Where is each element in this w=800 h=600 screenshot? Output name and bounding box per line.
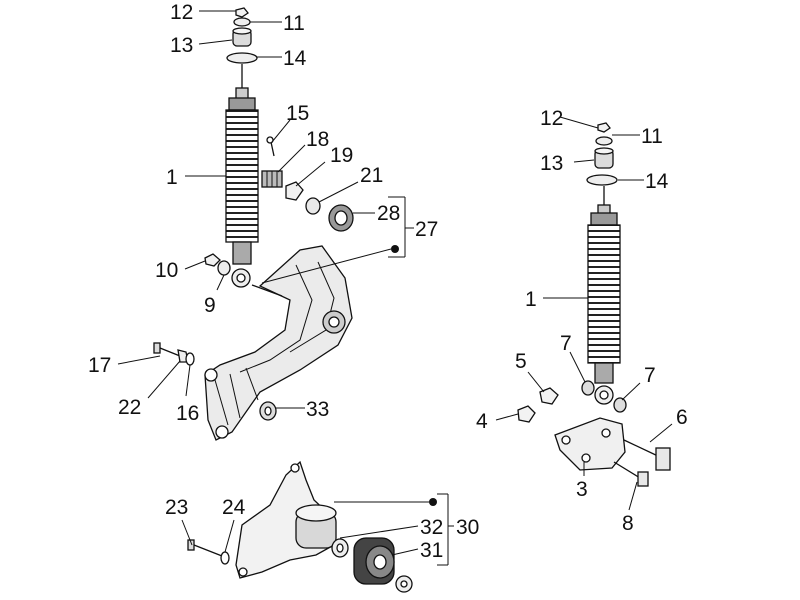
callout-8: 8 — [622, 512, 634, 535]
bracket-bolt-8 — [613, 461, 649, 487]
right-shock-bush-right — [613, 397, 627, 413]
engine-mount-bracket — [235, 460, 337, 579]
callout-12-right: 12 — [540, 107, 563, 130]
swing-arm-bolt — [153, 342, 195, 366]
callout-18: 18 — [306, 128, 329, 151]
callout-9: 9 — [204, 294, 216, 317]
left-cup-washer — [226, 52, 258, 64]
axle-spacer — [305, 197, 321, 215]
callout-21: 21 — [360, 164, 383, 187]
right-shock-spring — [587, 224, 621, 364]
callout-16: 16 — [176, 402, 199, 425]
right-cup-washer — [586, 174, 618, 186]
callout-27: 27 — [415, 218, 438, 241]
swing-arm-spacer — [259, 401, 277, 421]
callout-12-left: 12 — [170, 1, 193, 24]
right-top-nut — [597, 122, 611, 133]
callout-32: 32 — [420, 516, 443, 539]
callout-3: 3 — [576, 478, 588, 501]
right-nut-4 — [517, 405, 536, 423]
callout-15: 15 — [286, 102, 309, 125]
mount-bolt — [187, 539, 230, 565]
right-shock-bush-left — [581, 380, 595, 396]
right-top-washer — [595, 136, 613, 146]
left-shock-absorber — [225, 7, 259, 288]
castle-nut — [261, 170, 283, 188]
callout-17: 17 — [88, 354, 111, 377]
right-shock-absorber — [586, 122, 621, 405]
callout-11-right: 11 — [641, 125, 663, 148]
left-top-washer — [233, 17, 251, 27]
left-top-nut — [235, 7, 249, 18]
callout-1-left: 1 — [166, 166, 178, 189]
mount-spacer — [331, 538, 349, 558]
callout-30: 30 — [456, 516, 479, 539]
left-lower-nut — [204, 253, 221, 267]
callout-7-left: 7 — [560, 332, 572, 355]
callout-33: 33 — [306, 398, 329, 421]
swing-arm — [204, 245, 353, 441]
callout-14-left: 14 — [283, 47, 307, 70]
callout-24: 24 — [222, 496, 246, 519]
left-shock-spring — [225, 109, 259, 243]
bracket-bolt-6 — [623, 439, 671, 471]
callout-6: 6 — [676, 406, 688, 429]
callout-28: 28 — [377, 202, 400, 225]
axle-washer — [285, 181, 304, 201]
callout-10: 10 — [155, 259, 178, 282]
right-nut-5 — [539, 387, 559, 405]
left-lower-washer — [217, 260, 231, 276]
callout-22: 22 — [118, 396, 141, 419]
callout-11-left: 11 — [283, 12, 305, 35]
callout-13-right: 13 — [540, 152, 563, 175]
cotter-pin — [266, 136, 275, 157]
right-rubber-bush — [594, 147, 614, 169]
callout-14-right: 14 — [645, 170, 669, 193]
callout-4: 4 — [476, 410, 488, 433]
callout-labels: 12 11 13 14 15 18 19 21 1 28 27 10 9 17 … — [88, 1, 688, 562]
left-rubber-bush — [232, 27, 252, 47]
callout-31: 31 — [420, 539, 443, 562]
callout-13-left: 13 — [170, 34, 193, 57]
mounting-bracket — [554, 417, 626, 471]
callout-23: 23 — [165, 496, 188, 519]
callout-7-right: 7 — [644, 364, 656, 387]
mount-bushing — [395, 575, 413, 593]
bearing — [328, 204, 354, 232]
callout-1-right: 1 — [525, 288, 537, 311]
leader-lines — [117, 10, 673, 566]
silent-block — [353, 537, 395, 585]
callout-5: 5 — [515, 350, 527, 373]
callout-19: 19 — [330, 144, 353, 167]
